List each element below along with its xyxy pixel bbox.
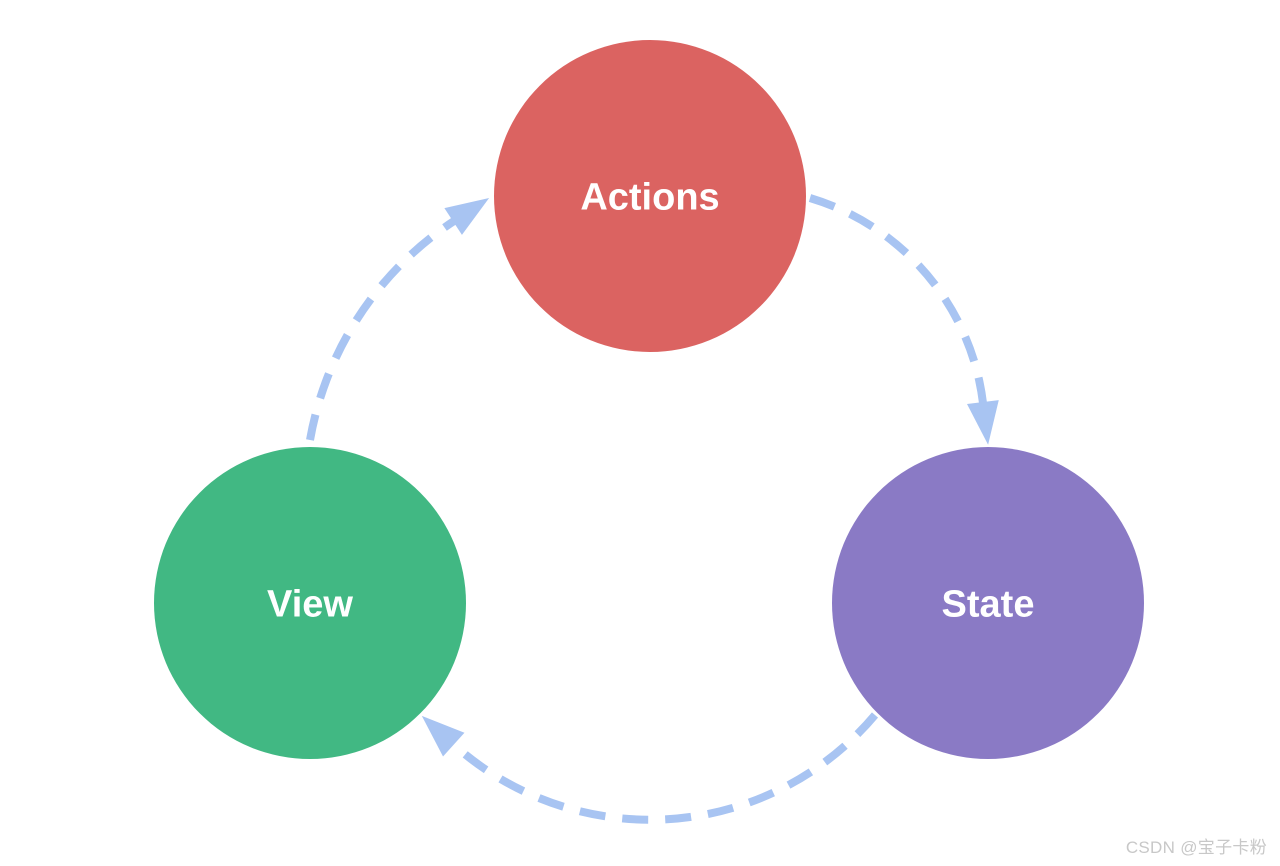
edge-actions-to-state [808, 194, 999, 445]
node-view-circle [154, 447, 466, 759]
node-actions: Actions [494, 40, 806, 352]
node-state-circle [832, 447, 1144, 759]
node-view: View [154, 447, 466, 759]
node-actions-label: Actions [580, 176, 719, 218]
edge-state-to-view [421, 712, 879, 824]
node-view-label: View [267, 583, 353, 625]
edge-view-to-actions [306, 197, 490, 441]
watermark: CSDN @宝子卡粉 [1125, 838, 1267, 857]
node-state: State [832, 447, 1144, 759]
node-actions-circle [494, 40, 806, 352]
node-state-label: State [942, 583, 1035, 625]
edges [306, 194, 999, 824]
